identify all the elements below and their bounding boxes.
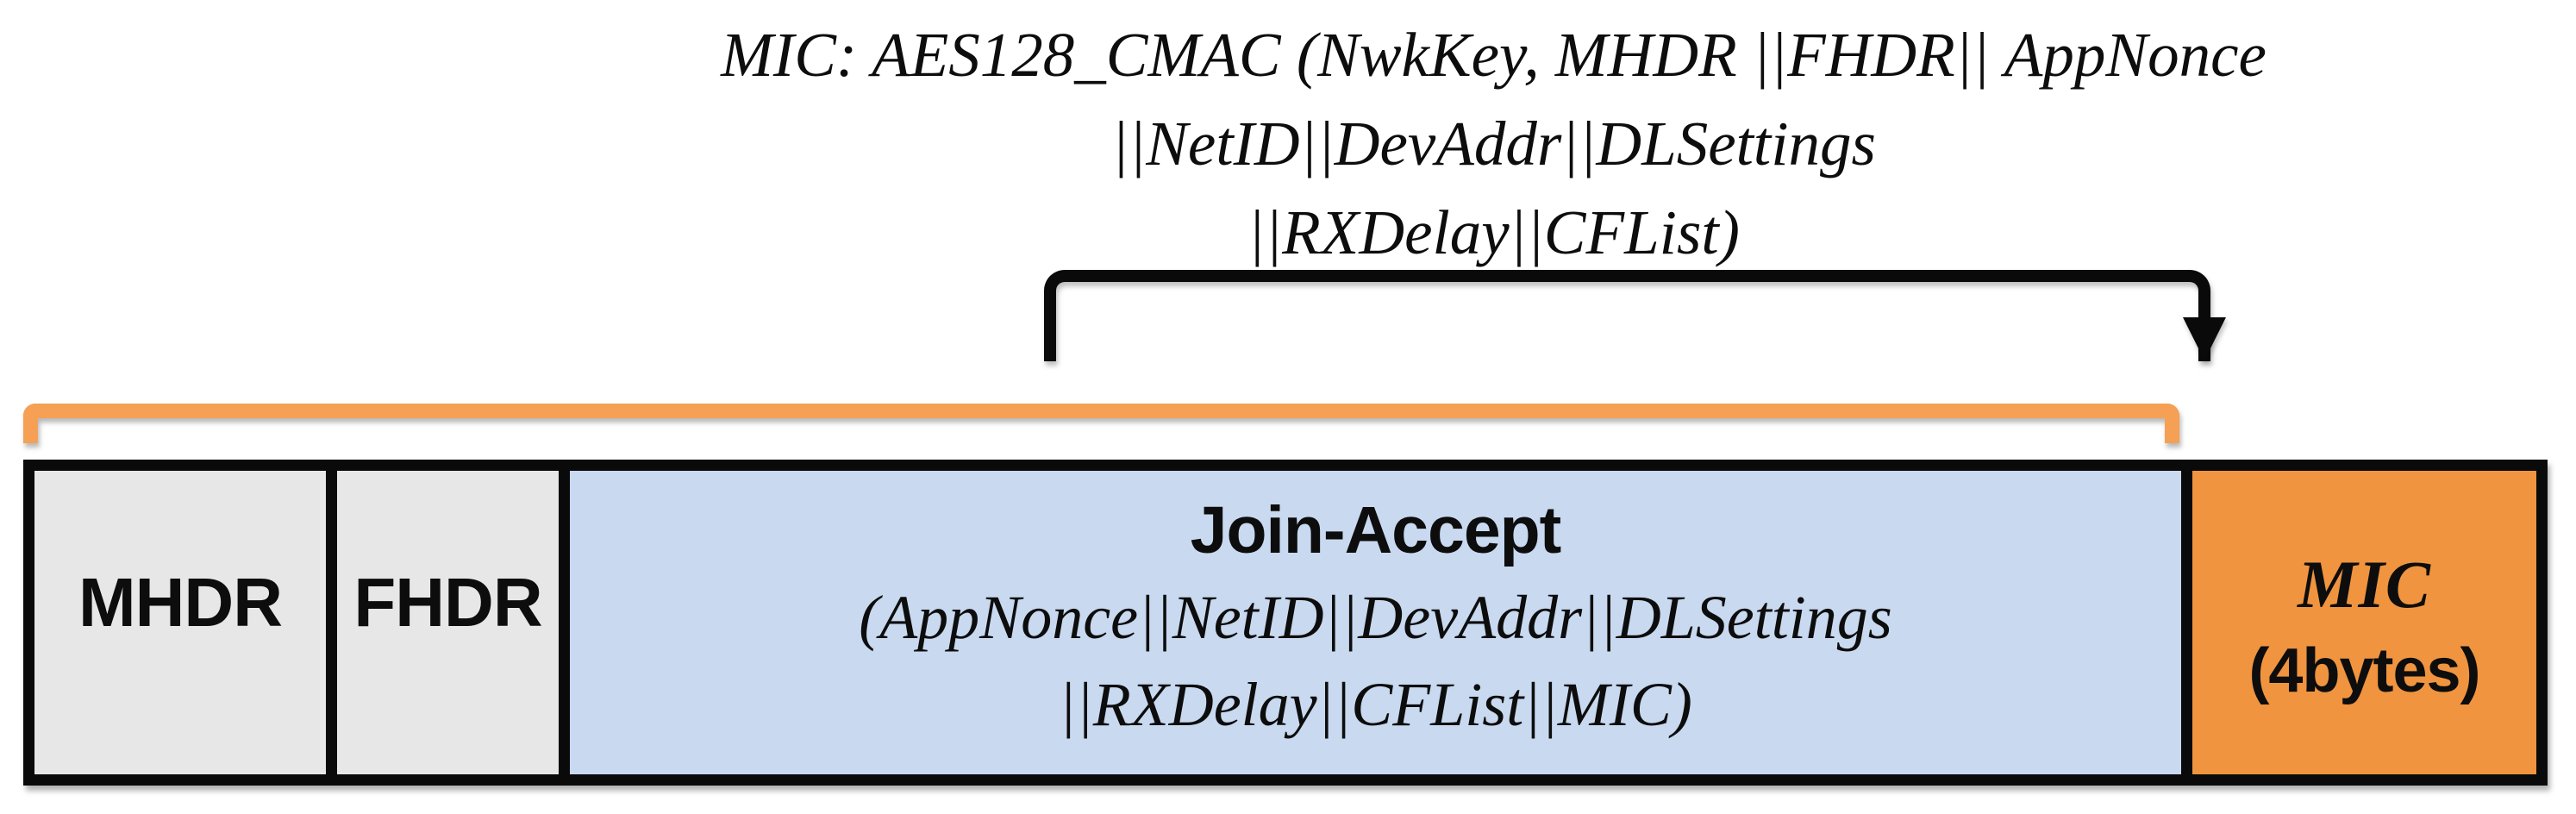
frame-structure-row: MHDR FHDR Join-Accept (AppNonce||NetID||… [23, 460, 2548, 786]
field-join-accept-content: Join-Accept (AppNonce||NetID||DevAddr||D… [859, 487, 1892, 748]
field-join-accept-line-2: ||RXDelay||CFList||MIC) [1059, 669, 1692, 739]
field-join-accept-title: Join-Accept [1190, 492, 1562, 567]
field-mic-subtitle: (4bytes) [2248, 636, 2480, 705]
field-fhdr-label: FHDR [353, 564, 542, 641]
mic-formula-annotation: MIC: AES128_CMAC (NwkKey, MHDR ||FHDR|| … [414, 10, 2573, 277]
field-mhdr-label: MHDR [78, 564, 283, 641]
field-mic-content: MIC (4bytes) [2248, 542, 2480, 714]
mic-input-span-bracket [23, 404, 2179, 443]
field-mic: MIC (4bytes) [2181, 471, 2536, 774]
field-join-accept: Join-Accept (AppNonce||NetID||DevAddr||D… [559, 471, 2181, 774]
field-fhdr: FHDR [326, 471, 559, 774]
field-join-accept-line-1: (AppNonce||NetID||DevAddr||DLSettings [859, 582, 1892, 652]
mic-formula-line-1: MIC: AES128_CMAC (NwkKey, MHDR ||FHDR|| … [721, 20, 2267, 90]
mic-formula-line-2: ||NetID||DevAddr||DLSettings [1111, 109, 1876, 178]
mic-formula-line-3: ||RXDelay||CFList) [1247, 197, 1740, 267]
arrow-down-icon [2183, 317, 2226, 360]
field-mic-title: MIC [2298, 547, 2431, 622]
mic-computation-bracket [1044, 270, 2210, 361]
field-mhdr: MHDR [34, 471, 326, 774]
